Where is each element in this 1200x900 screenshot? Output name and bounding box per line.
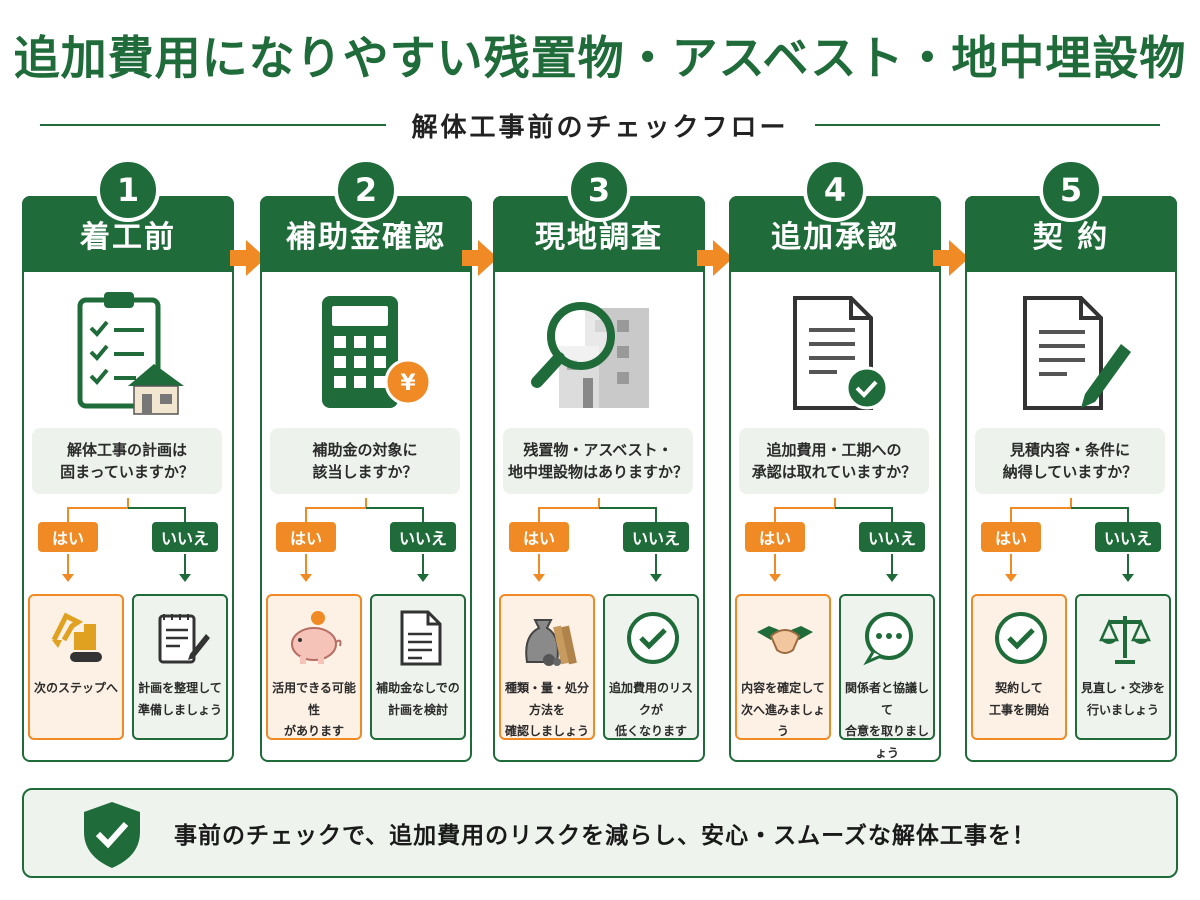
- yes-result: 活用できる可能性 があります: [266, 594, 362, 740]
- check-circle-icon: [995, 612, 1047, 664]
- main-title: 追加費用になりやすい残置物・アスベスト・地中埋設物: [13, 31, 1187, 85]
- branch-connector: [533, 498, 662, 582]
- no-badge: いいえ: [152, 522, 218, 552]
- step-number: 2: [334, 158, 398, 222]
- yes-badge: はい: [38, 522, 98, 552]
- no-result-text: 補助金なしでの 計画を検討: [376, 681, 460, 717]
- yes-result: 内容を確定して 次へ進みましょう: [735, 594, 831, 740]
- contract-pen-icon: [1023, 296, 1131, 410]
- step-question: 補助金の対象に 該当しますか？: [270, 428, 460, 494]
- yes-result-text: 次のステップへ: [33, 681, 118, 695]
- branch-connector: [300, 498, 429, 582]
- piggy-bank-icon: [291, 611, 342, 664]
- step-question: 見積内容・条件に 納得していますか？: [975, 428, 1165, 494]
- yes-badge: はい: [981, 522, 1041, 552]
- no-result-text: 関係者と協議して 合意を取りましょう: [844, 681, 929, 760]
- no-badge: いいえ: [623, 522, 689, 552]
- scales-icon: [1099, 616, 1151, 664]
- step-number: 5: [1039, 158, 1103, 222]
- notepad-pencil-icon: [158, 614, 210, 664]
- no-result: 補助金なしでの 計画を検討: [370, 594, 466, 740]
- step-question: 追加費用・工期への 承認は取れていますか？: [739, 428, 929, 494]
- branch-connector: [769, 498, 898, 582]
- yes-result-text: 種類・量・処分方法を 確認しましょう: [504, 681, 589, 739]
- debris-bag-icon: [525, 619, 577, 666]
- magnifier-building-icon: [531, 302, 649, 408]
- flow-arrow: [697, 240, 733, 276]
- speech-bubble-icon: [863, 612, 913, 666]
- clipboard-house-icon: [77, 292, 184, 415]
- flow-arrow: [933, 240, 969, 276]
- subtitle: 解体工事前のチェックフロー: [411, 112, 789, 143]
- yes-result: 種類・量・処分方法を 確認しましょう: [499, 594, 595, 740]
- yes-result-text: 契約して 工事を開始: [988, 681, 1049, 717]
- step-5: 契 約 5 見積内容・条件に 納得していますか？ はい いいえ 契約して 工事を…: [965, 158, 1177, 762]
- step-question: 解体工事の計画は 固まっていますか？: [32, 428, 222, 494]
- handshake-icon: [757, 626, 813, 654]
- no-result: 追加費用のリスクが 低くなります: [603, 594, 699, 740]
- summary-text: 事前のチェックで、追加費用のリスクを減らし、安心・スムーズな解体工事を！: [174, 823, 1036, 849]
- no-result: 計画を整理して 準備しましょう: [132, 594, 228, 740]
- step-4: 追加承認 4 追加費用・工期への 承認は取れていますか？ はい いいえ 内容を確…: [729, 158, 941, 762]
- step-number: 1: [96, 158, 160, 222]
- svg-text:¥: ¥: [400, 371, 416, 396]
- no-badge: いいえ: [859, 522, 925, 552]
- yes-result: 次のステップへ: [28, 594, 124, 740]
- flow-arrow: [462, 240, 498, 276]
- yes-badge: はい: [276, 522, 336, 552]
- no-badge: いいえ: [390, 522, 456, 552]
- summary-banner: 事前のチェックで、追加費用のリスクを減らし、安心・スムーズな解体工事を！: [22, 788, 1178, 878]
- subtitle-row: 解体工事前のチェックフロー: [40, 108, 1161, 143]
- yes-result: 契約して 工事を開始: [971, 594, 1067, 740]
- document-icon: [400, 610, 442, 666]
- step-1: 着工前 1 解体工事の計画は 固まっていますか？ はい いいえ 次のステップへ: [22, 158, 234, 762]
- yes-badge: はい: [509, 522, 569, 552]
- no-result-text: 計画を整理して 準備しましょう: [137, 681, 222, 717]
- check-circle-icon: [627, 612, 679, 664]
- excavator-icon: [51, 612, 102, 662]
- yes-result-text: 活用できる可能性 があります: [272, 681, 356, 739]
- calculator-yen-icon: ¥: [322, 296, 432, 408]
- no-result-text: 追加費用のリスクが 低くなります: [608, 681, 693, 739]
- no-result: 関係者と協議して 合意を取りましょう: [839, 594, 935, 760]
- yes-badge: はい: [745, 522, 805, 552]
- flow-arrow: [230, 240, 266, 276]
- no-result-text: 見直し・交渉を 行いましょう: [1080, 681, 1165, 717]
- document-check-icon: [793, 296, 889, 410]
- shield-check-icon: [84, 802, 140, 868]
- step-number: 3: [567, 158, 631, 222]
- step-number: 4: [803, 158, 867, 222]
- branch-connector: [62, 498, 191, 582]
- yes-result-text: 内容を確定して 次へ進みましょう: [740, 681, 825, 739]
- branch-connector: [1005, 498, 1134, 582]
- no-result: 見直し・交渉を 行いましょう: [1075, 594, 1171, 740]
- no-badge: いいえ: [1095, 522, 1161, 552]
- step-3: 現地調査 3 残置物・アスベスト・ 地中埋設物はありますか？ はい いいえ 種類…: [493, 158, 705, 762]
- step-2: 補助金確認 2 ¥ 補助金の対象に 該当しますか？ はい いいえ 活用できる可能…: [260, 158, 472, 762]
- subtitle-left-rule: [40, 124, 386, 126]
- subtitle-right-rule: [814, 124, 1161, 126]
- step-question: 残置物・アスベスト・ 地中埋設物はありますか？: [503, 428, 693, 494]
